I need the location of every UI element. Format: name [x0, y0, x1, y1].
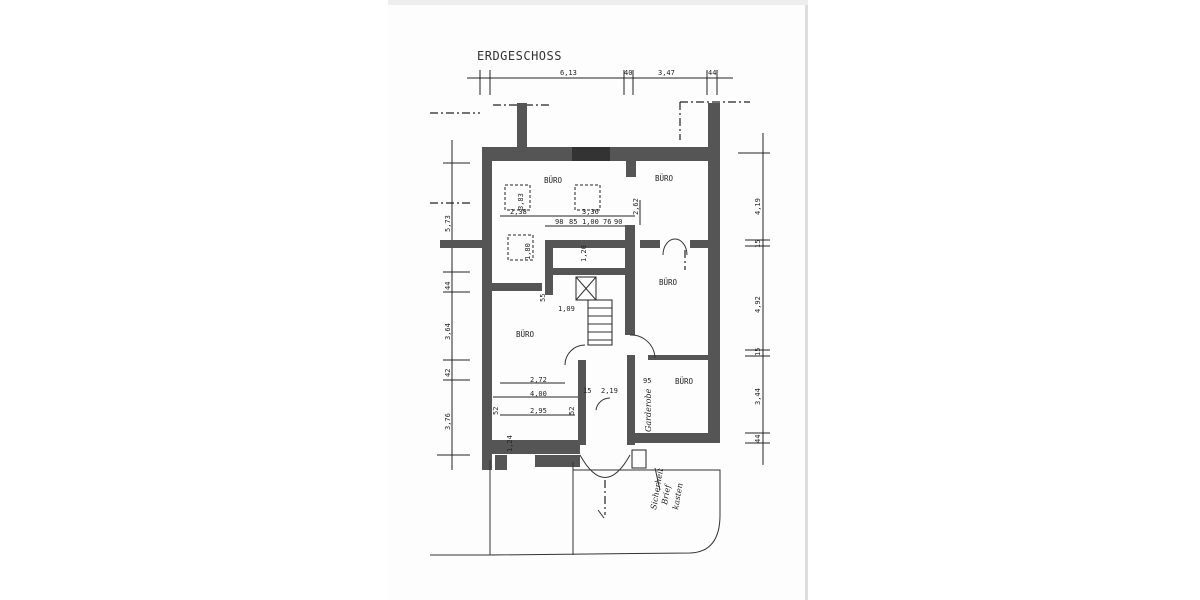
- room-label: BÜRO: [659, 278, 678, 287]
- dim-label: 40: [624, 69, 632, 77]
- room-label: BÜRO: [544, 176, 563, 185]
- dim-label: 3,47: [658, 69, 675, 77]
- dim-label: 3,64: [444, 323, 452, 340]
- dim-label: 6,13: [560, 69, 577, 77]
- doors-and-terrace: [430, 184, 721, 556]
- dim-label: 2,19: [601, 387, 618, 395]
- dim-label: 1,80: [524, 243, 532, 260]
- stairs: [587, 299, 647, 469]
- dim-label: 44: [444, 282, 452, 290]
- dim-label: 76: [603, 218, 611, 226]
- dim-label: 3,76: [444, 413, 452, 430]
- dim-label: 2,95: [530, 407, 547, 415]
- dim-label: 5,73: [444, 215, 452, 232]
- dim-label: 15: [583, 387, 591, 395]
- dim-label: 98: [555, 218, 563, 226]
- dim-label: 2,38: [510, 208, 527, 216]
- dim-label: 15: [754, 240, 762, 248]
- walls: [440, 103, 720, 470]
- dim-label: 3,83: [517, 193, 525, 210]
- dim-label: 4,00: [530, 390, 547, 398]
- dim-label: 55: [539, 294, 547, 302]
- dim-label: 4,19: [754, 198, 762, 215]
- room-label: BÜRO: [675, 377, 694, 386]
- dim-label: 52: [568, 407, 576, 415]
- dim-label: 1,24: [506, 435, 514, 452]
- dim-label: 1,09: [558, 305, 575, 313]
- paper-top-edge: [388, 0, 808, 5]
- wardrobe-annotation: Garderobe: [644, 388, 653, 432]
- dim-label: 3,44: [754, 388, 762, 405]
- dim-label: 44: [708, 69, 716, 77]
- dim-label: 90: [614, 218, 622, 226]
- dim-label: 44: [754, 435, 762, 443]
- dim-label: 1,20: [580, 245, 588, 262]
- paper-edge: [805, 0, 808, 600]
- room-label: BÜRO: [655, 174, 674, 183]
- dim-label: 42: [444, 369, 452, 377]
- dim-label: 2,72: [530, 376, 547, 384]
- dim-label: 3,36: [582, 208, 599, 216]
- annotation-leader: [654, 467, 661, 491]
- dim-label: 15: [754, 348, 762, 356]
- dim-label: 2,62: [632, 198, 640, 215]
- room-label: BÜRO: [516, 330, 535, 339]
- dim-label: 95: [643, 377, 651, 385]
- dim-label: 1,00: [582, 218, 599, 226]
- dim-label: 85: [569, 218, 577, 226]
- dim-label: 52: [492, 407, 500, 415]
- dimension-lines: [437, 70, 770, 470]
- dim-label: 4,92: [754, 296, 762, 313]
- plan-title: ERDGESCHOSS: [477, 49, 562, 63]
- mailbox-annotation: Brief: [660, 482, 673, 506]
